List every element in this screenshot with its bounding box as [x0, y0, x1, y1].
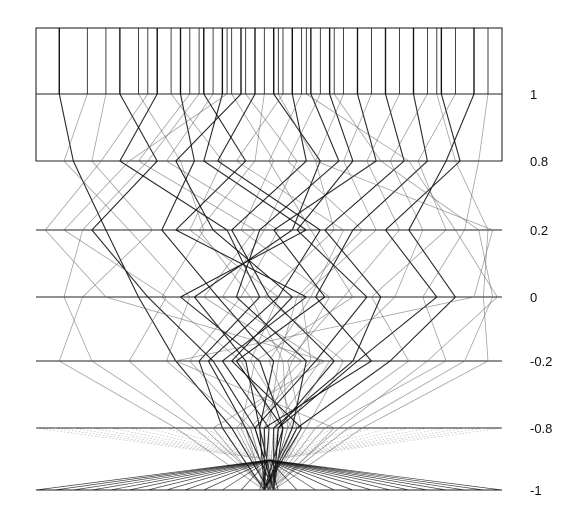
fan-line-lower-1 — [54, 459, 270, 491]
series-line-3 — [138, 28, 279, 491]
level-label-3: 0 — [530, 290, 537, 305]
level-label-6: -1 — [530, 483, 542, 498]
series-line-39 — [273, 28, 489, 491]
fan-line-lower-20 — [268, 459, 409, 491]
fan-line-upper-11 — [240, 427, 270, 461]
fan-line-upper-7 — [166, 427, 270, 461]
fan-line-upper-25 — [268, 427, 503, 461]
series-line-30 — [273, 28, 461, 491]
series-line-27 — [268, 28, 400, 491]
fan-line-upper-3 — [91, 427, 270, 461]
level-label-4: -0.2 — [530, 354, 552, 369]
fan-line-upper-16 — [268, 427, 335, 461]
series-line-41 — [268, 28, 498, 491]
series-line-26 — [273, 28, 405, 490]
fan-line-upper-2 — [73, 427, 270, 461]
series-line-6 — [161, 28, 275, 491]
series-line-40 — [63, 28, 270, 491]
series-line-31 — [268, 28, 456, 491]
series-line-12 — [175, 28, 303, 491]
level-label-1: 0.8 — [530, 154, 548, 169]
axes-layer — [35, 27, 503, 491]
fan-line-upper-18 — [268, 427, 372, 461]
series-line-22 — [254, 28, 368, 491]
fan-line-lower-15 — [268, 459, 316, 491]
fan-line-upper-9 — [203, 427, 270, 461]
fan-line-upper-17 — [268, 427, 353, 461]
fan-line-upper-21 — [268, 427, 428, 461]
fan-line-upper-24 — [268, 427, 484, 461]
fan-line-lower-25 — [268, 459, 503, 491]
level-label-5: -0.8 — [530, 421, 552, 436]
fan-line-upper-15 — [268, 427, 316, 461]
series-line-33 — [268, 28, 489, 491]
fan-line-lower-23 — [268, 459, 465, 491]
tick-labels-layer: 1 0.8 0.2 0 -0.2 -0.8 -1 — [530, 87, 552, 498]
series-line-32 — [263, 28, 475, 491]
fan-line-upper-0 — [35, 427, 270, 461]
fan-line-lower-18 — [268, 459, 372, 491]
second-band-box — [35, 93, 503, 162]
series-line-9 — [165, 28, 279, 491]
fan-line-upper-10 — [222, 427, 270, 461]
series-line-24 — [235, 28, 377, 491]
fan-line-lower-0 — [35, 459, 270, 491]
series-line-1 — [63, 28, 265, 491]
fan-line-lower-13 — [268, 459, 279, 491]
fan-line-lower-8 — [185, 459, 270, 491]
fan-line-lower-4 — [110, 459, 270, 491]
fan-line-upper-1 — [54, 427, 270, 461]
series-line-38 — [58, 28, 265, 491]
series-line-0 — [58, 28, 270, 491]
polylines-layer — [35, 28, 503, 491]
fan-line-lower-2 — [73, 459, 270, 491]
fan-line-upper-4 — [110, 427, 270, 461]
series-line-28 — [263, 28, 429, 490]
series-line-11 — [231, 28, 331, 491]
fan-line-lower-21 — [268, 459, 428, 491]
fan-line-lower-3 — [91, 459, 270, 491]
series-line-21 — [268, 28, 363, 490]
series-line-34 — [44, 28, 326, 491]
series-line-7 — [137, 28, 303, 491]
series-line-36 — [63, 28, 270, 491]
series-line-16 — [193, 28, 321, 491]
fan-line-lower-10 — [222, 459, 270, 491]
series-line-2 — [91, 28, 275, 491]
level-label-2: 0.2 — [530, 223, 548, 238]
fan-line-lower-7 — [166, 459, 270, 491]
fan-line-lower-11 — [240, 459, 270, 491]
fan-line-lower-19 — [268, 459, 391, 491]
fan-line-lower-22 — [268, 459, 447, 491]
fan-line-upper-5 — [129, 427, 270, 461]
fan-line-lower-24 — [268, 459, 484, 491]
fan-line-lower-14 — [268, 459, 298, 491]
fan-line-lower-12 — [259, 459, 270, 491]
fan-line-upper-20 — [268, 427, 409, 461]
fan-line-lower-5 — [129, 459, 270, 491]
series-line-35 — [174, 28, 494, 491]
fan-line-lower-17 — [268, 459, 353, 491]
series-line-5 — [170, 28, 293, 491]
series-line-25 — [249, 28, 377, 491]
fan-line-lower-16 — [268, 459, 335, 491]
fan-line-lower-6 — [147, 459, 270, 491]
fan-line-upper-23 — [268, 427, 465, 461]
fan-line-lower-9 — [203, 459, 270, 491]
fan-line-upper-8 — [185, 427, 270, 461]
fan-line-upper-14 — [268, 427, 298, 461]
level-label-0: 1 — [530, 87, 537, 102]
